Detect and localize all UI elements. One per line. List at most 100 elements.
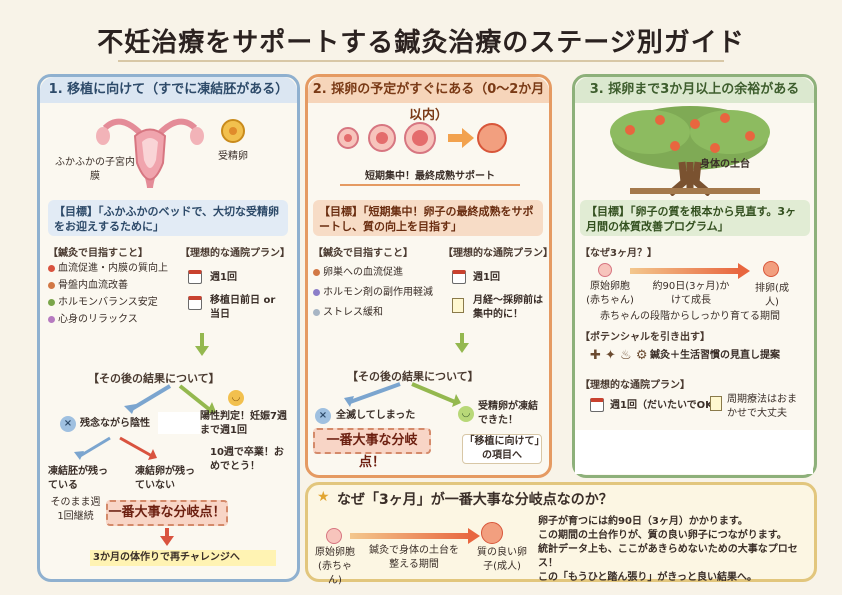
p3-ovulate: 排卵(成人) (755, 283, 789, 308)
sad-face-icon: × (60, 416, 76, 432)
page-title: 不妊治療をサポートする鍼灸治療のステージ別ガイド (97, 28, 745, 58)
p4-heading: なぜ「3ヶ月」が一番大事な分岐点なのか？ (337, 492, 613, 508)
arrow-down-icon (195, 346, 209, 356)
arrow-shaft (200, 333, 204, 347)
sad-face-icon: × (315, 408, 331, 424)
panel-transfer (37, 74, 300, 582)
p1-plan-weekly: 週1回 (210, 272, 237, 283)
p4-good-egg: 質の良い卵子(成人) (477, 547, 527, 572)
branch-arrows (344, 382, 461, 407)
p4-origin: 原始卵胞(赤ちゃん) (315, 547, 355, 586)
title-divider (118, 60, 724, 62)
p2-aim-item: ホルモン剤の副作用軽減 (313, 286, 433, 300)
arrow-down-icon (160, 536, 174, 546)
ovary-icon (313, 268, 320, 276)
arrow-right-icon (468, 528, 480, 544)
blank-box (575, 430, 813, 474)
p2-aim-title: 【鍼灸で目指すこと】 (313, 248, 413, 259)
p1-result-positive: 陽性判定！妊娠7週まで週1回 (200, 411, 287, 436)
growth-arrow (630, 268, 740, 274)
p2-next: 「移植に向けて」の項目へ (462, 434, 542, 464)
panel-1-header: 1. 移植に向けて（すでに凍結胚がある） (40, 77, 297, 103)
panel-3-goal: 【目標】「卵子の質を根本から見直す。3ヶ月間の体質改善プログラム」 (580, 200, 810, 236)
blood-drop-icon (48, 264, 55, 272)
calendar-icon (188, 296, 202, 310)
p1-plan-title: 【理想的な通院プラン】 (180, 248, 290, 259)
happy-face-icon: ◡ (458, 406, 474, 422)
notepad-icon (452, 298, 464, 313)
lifestyle-icons: ✚ ✦ ♨ ⚙ (590, 348, 648, 363)
notepad-icon (710, 396, 722, 411)
p1-key-branch: 一番大事な分岐点！ (106, 500, 228, 526)
fertilized-egg-icon (221, 119, 245, 143)
label-uterine-lining: ふかふかの子宮内膜 (55, 157, 135, 182)
p3-plan-weekly: 週1回（だいたいでOK） (610, 400, 723, 411)
p2-result-success: 受精卵が凍結できた！ (478, 401, 538, 426)
p1-remain: 凍結胚が残っている (48, 466, 108, 491)
panel-2-goal: 【目標】「短期集中！卵子の最終成熟をサポートし、質の向上を目指す」 (313, 200, 543, 236)
calendar-check-icon (188, 270, 202, 284)
p1-aim-item: 血流促進・内膜の質向上 (48, 262, 168, 276)
p2-aim-item: ストレス緩和 (313, 306, 383, 320)
hormone-icon (48, 298, 55, 306)
p1-remain-sub: そのまま週1回継続 (50, 497, 101, 522)
p1-retry: 3か月の体作りで再チャレンジへ (90, 550, 276, 566)
p2-plan-weekly: 週1回 (473, 272, 500, 283)
p1-plan-transfer-day: 移植日前日 or当日 (210, 295, 276, 320)
label-body-foundation: 身体の土台 (700, 159, 750, 170)
panel-why-three-months (305, 482, 817, 582)
p4-period: 鍼灸で身体の土台を整える期間 (369, 545, 459, 570)
p3-span: 約90日(3ヶ月)かけて成長 (652, 281, 730, 306)
p2-result-fail: 全滅してしまった (336, 410, 416, 421)
p1-result-title: 【その後の結果について】 (88, 372, 220, 385)
quality-egg-icon (481, 522, 503, 544)
arrow-shaft (165, 528, 169, 538)
arrow-right-icon (738, 263, 750, 279)
arrow-shaft (460, 333, 464, 345)
p2-caption: 短期集中！最終成熟サポート (340, 170, 520, 186)
p1-aim-item: ホルモンバランス安定 (48, 296, 158, 310)
star-icon: ★ (317, 489, 330, 505)
p2-result-title: 【その後の結果について】 (347, 370, 479, 383)
p1-none: 凍結卵が残っていない (135, 466, 195, 491)
p4-explanation: 卵子が育つには約90日（3ヶ月）かかります。 この期間の土台作りが、質の良い卵子… (538, 516, 798, 583)
tree-illustration (610, 106, 770, 196)
arrow-down-icon (455, 343, 469, 353)
p3-origin: 原始卵胞(赤ちゃん) (586, 281, 634, 306)
primordial-follicle-icon (326, 528, 342, 544)
p1-graduate: 10週で卒業！おめでとう！ (210, 447, 284, 472)
follicle-maturation-illustration (337, 122, 507, 154)
p3-potential: 鍼灸＋生活習慣の見直し提案 (650, 350, 780, 361)
happy-face-icon: ◡ (228, 390, 244, 406)
p2-plan-intensive: 月経〜採卵前は集中的に！ (473, 295, 543, 320)
panel-1-goal: 【目標】「ふかふかのベッドで、大切な受精卵をお迎えするために」 (48, 200, 288, 236)
primordial-follicle-icon (598, 263, 612, 277)
p3-plan-title: 【理想的な通院プラン】 (580, 380, 690, 391)
ovulated-egg-icon (763, 261, 779, 277)
pill-icon (313, 288, 320, 296)
p3-potential-title: 【ポテンシャルを引き出す】 (580, 332, 710, 343)
calendar-icon (452, 270, 466, 284)
uterus-illustration (96, 118, 204, 189)
panel-3-header: 3. 採卵まで3か月以上の余裕がある (575, 77, 814, 103)
p3-plan-cycle: 周期療法はおまかせで大丈夫 (727, 394, 797, 419)
panel-2-header: 2. 採卵の予定がすぐにある（0〜2か月以内） (308, 77, 549, 123)
calendar-check-icon (590, 398, 604, 412)
wind-icon (313, 308, 320, 316)
p1-aim-item: 骨盤内血流改善 (48, 279, 128, 293)
p1-aim-item: 心身のリラックス (48, 313, 138, 327)
p2-aim-item: 卵巣への血流促進 (313, 266, 403, 280)
blank-box (158, 412, 200, 434)
p2-key-branch: 一番大事な分岐点！ (313, 428, 431, 470)
relax-icon (48, 315, 55, 323)
p3-why-title: 【なぜ3ヶ月？】 (580, 248, 657, 259)
sub-branch-arrows (74, 436, 157, 460)
branch-arrows (124, 384, 216, 414)
growth-arrow (350, 533, 472, 539)
p3-why-note: 赤ちゃんの段階からしっかり育てる期間 (600, 311, 780, 322)
p2-plan-title: 【理想的な通院プラン】 (443, 248, 553, 259)
label-fertilized-egg: 受精卵 (218, 151, 248, 162)
p1-aim-title: 【鍼灸で目指すこと】 (48, 248, 148, 259)
p1-result-negative: 残念ながら陰性 (80, 418, 150, 429)
pelvis-icon (48, 281, 55, 289)
